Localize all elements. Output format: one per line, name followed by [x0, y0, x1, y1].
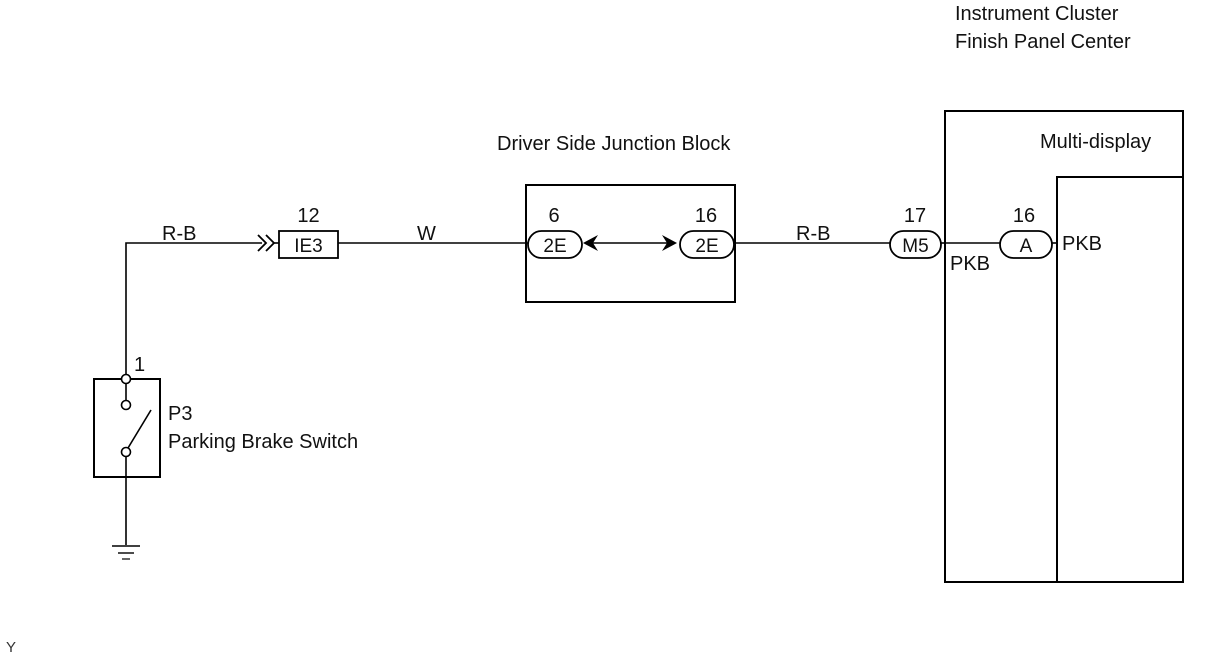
parking-brake-switch-box [93, 378, 161, 478]
terminal-arrow-left [583, 235, 598, 251]
ground-symbol [112, 545, 140, 560]
switch-name-label: Parking Brake Switch [168, 431, 358, 453]
connector-a [999, 230, 1053, 259]
terminal-pkb-inner: PKB [1062, 233, 1102, 255]
connector-2e-right [679, 230, 735, 259]
connector-ie3-pin: 12 [297, 205, 319, 227]
connector-m5-label: M5 [902, 236, 928, 257]
wire-r-b-switch [125, 242, 262, 378]
switch-code-label: P3 [168, 403, 192, 425]
connector-2e-right-pin: 16 [695, 205, 717, 227]
connector-ie3 [278, 230, 339, 259]
wire-label-r-b-1: R-B [162, 223, 196, 245]
terminal-pkb-outer: PKB [950, 253, 990, 275]
switch-pin-1: 1 [134, 354, 145, 376]
connector-2e-left [527, 230, 583, 259]
connector-2e-left-pin: 6 [548, 205, 559, 227]
multi-display-box [1056, 176, 1184, 583]
connector-m5 [889, 230, 942, 259]
connector-a-pin: 16 [1013, 205, 1035, 227]
wire-label-r-b-2: R-B [796, 223, 830, 245]
finish-panel-center-label: Finish Panel Center [955, 31, 1131, 53]
wire-label-w: W [417, 223, 436, 245]
connector-2e-right-label: 2E [695, 236, 718, 257]
switch-contact-symbol [120, 373, 152, 477]
instrument-cluster-box [944, 110, 1184, 583]
footer-mark: Y [6, 639, 16, 656]
junction-block-title: Driver Side Junction Block [497, 133, 731, 155]
terminal-arrow-right [662, 235, 677, 251]
connector-m5-pin: 17 [904, 205, 926, 227]
multi-display-label: Multi-display [1040, 131, 1151, 153]
connector-a-label: A [1020, 236, 1033, 257]
connector-ie3-label: IE3 [294, 236, 323, 257]
instrument-cluster-label: Instrument Cluster [955, 3, 1119, 25]
connector-2e-left-label: 2E [543, 236, 566, 257]
